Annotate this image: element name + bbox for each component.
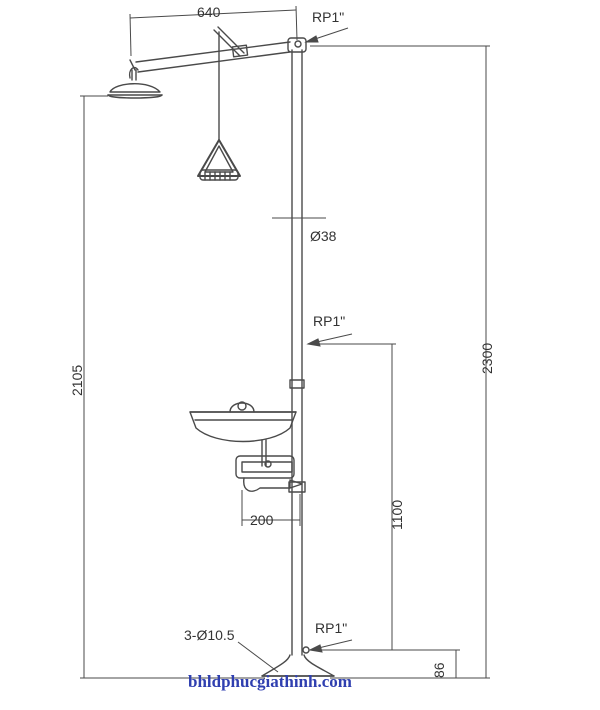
top-elbow [287, 37, 307, 53]
dim-line-2300 [310, 45, 490, 679]
label-86: 86 [431, 662, 447, 678]
label-2300: 2300 [479, 343, 495, 374]
arrow-rp-top [304, 27, 349, 43]
shower-arm [135, 41, 291, 73]
pull-rod [213, 26, 245, 141]
label-2105: 2105 [69, 365, 85, 396]
arrow-rp-mid [306, 333, 396, 347]
arrow-rp-bottom [308, 639, 460, 653]
label-diameter: Ø38 [310, 228, 337, 244]
dim-line-diameter [272, 212, 326, 224]
watermark-text: bhldphucgiathinh.com [188, 672, 352, 691]
label-rp-bottom: RP1" [315, 620, 347, 636]
dim-line-640 [129, 5, 298, 57]
bowl-valve [235, 455, 303, 492]
eyewash-bowl [189, 401, 297, 467]
label-200: 200 [250, 512, 274, 528]
label-640: 640 [197, 4, 221, 20]
label-rp-mid: RP1" [313, 313, 345, 329]
label-1100: 1100 [389, 500, 405, 530]
triangle-handle [197, 139, 241, 181]
main-pipe [288, 49, 306, 656]
label-holes: 3-Ø10.5 [184, 627, 235, 643]
dim-line-200 [241, 490, 301, 526]
shower-head [107, 59, 163, 99]
leader-holes [237, 641, 279, 673]
label-rp-top: RP1" [312, 9, 344, 25]
dim-line-2105 [80, 95, 265, 679]
